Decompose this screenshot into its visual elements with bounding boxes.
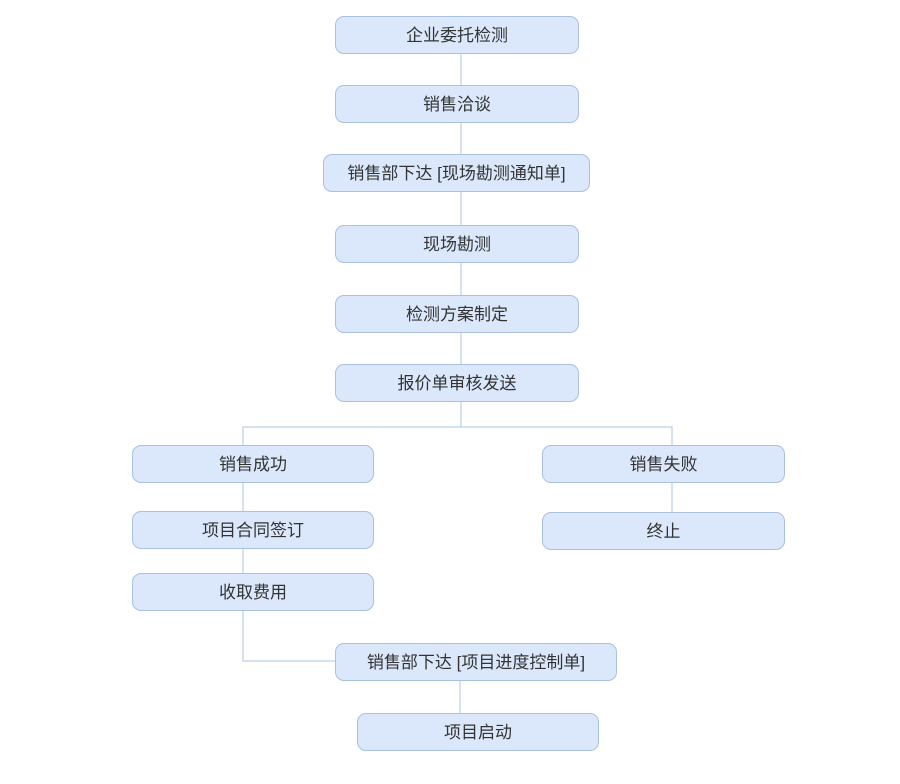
node-sales-failure: 销售失败	[542, 445, 785, 483]
node-survey-notice: 销售部下达 [现场勘测通知单]	[323, 154, 590, 192]
node-enterprise-commission: 企业委托检测	[335, 16, 579, 54]
node-project-start: 项目启动	[357, 713, 599, 751]
node-quotation-review: 报价单审核发送	[335, 364, 579, 402]
edge-fee-progress	[242, 611, 335, 662]
node-terminate: 终止	[542, 512, 785, 550]
node-test-plan: 检测方案制定	[335, 295, 579, 333]
edge-branch-split	[242, 426, 673, 445]
node-sales-negotiation: 销售洽谈	[335, 85, 579, 123]
node-site-survey: 现场勘测	[335, 225, 579, 263]
node-fee-collection: 收取费用	[132, 573, 374, 611]
node-contract-signing: 项目合同签订	[132, 511, 374, 549]
node-progress-control: 销售部下达 [项目进度控制单]	[335, 643, 617, 681]
node-sales-success: 销售成功	[132, 445, 374, 483]
